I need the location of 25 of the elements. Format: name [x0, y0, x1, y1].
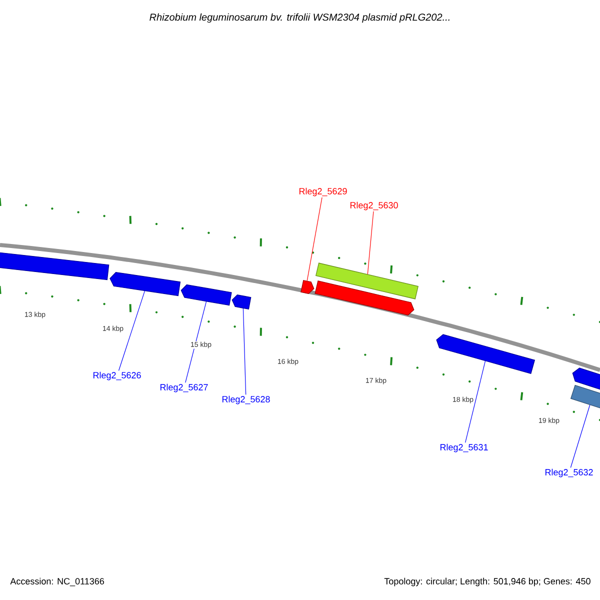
leader-line	[306, 197, 322, 282]
gene-feature	[180, 284, 232, 306]
gene-feature	[316, 262, 418, 300]
leader-line	[242, 308, 246, 395]
gene-feature	[572, 368, 600, 392]
summary-text: Topology: circular; Length: 501,946 bp; Genes: 450	[384, 578, 590, 586]
leader-line	[367, 211, 374, 274]
gene-feature	[232, 294, 252, 310]
gene-feature	[314, 280, 414, 316]
gene-label: Rleg2_5628	[222, 396, 270, 404]
leader-line	[118, 290, 146, 371]
gene-label: Rleg2_5627	[160, 384, 208, 392]
gene-feature	[436, 334, 536, 374]
gene-label: Rleg2_5631	[440, 444, 488, 452]
gene-feature	[110, 272, 181, 296]
gene-label: Rleg2_5632	[545, 468, 593, 478]
title: Rhizobium leguminosarum bv. trifolii WSM2304 plasmid pRLG202...	[150, 13, 450, 23]
gene-label: Rleg2_5630	[350, 202, 398, 210]
leader-line	[570, 404, 590, 468]
leader-line	[185, 301, 207, 383]
gene-label: Rleg2_5629	[299, 188, 347, 196]
gene-label: Rleg2_5626	[93, 372, 141, 380]
accession-text: Accession: NC_011366	[10, 578, 104, 586]
leader-line	[465, 360, 486, 443]
gene-feature	[0, 252, 110, 280]
